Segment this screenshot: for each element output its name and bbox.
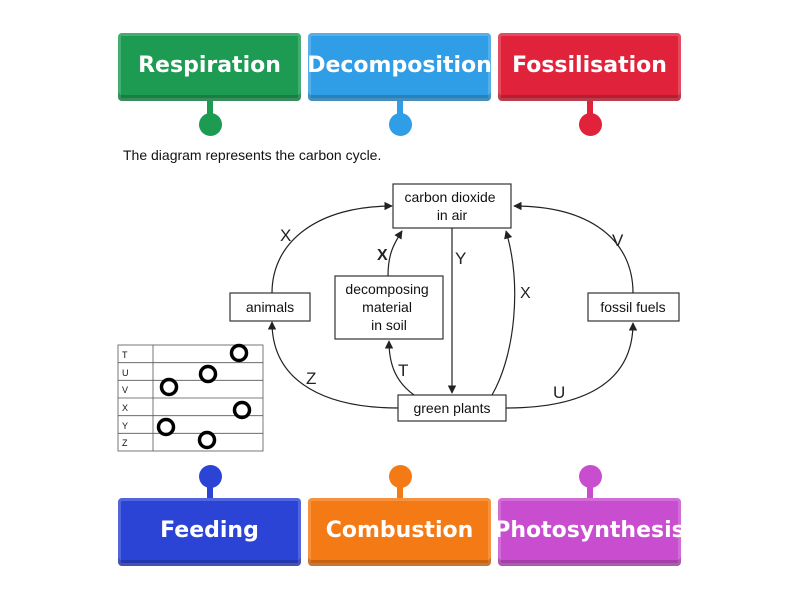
arrow-label-x-left: X [280,226,291,245]
arrow-label-y: Y [455,249,466,268]
tile-photosynthesis[interactable]: Photosynthesis [494,498,685,566]
svg-text:decomposing material i: decomposing material in soil [345,281,432,333]
arrow-plants-to-decomposing [384,340,415,396]
answer-ring-v [159,377,179,397]
box-animals [229,292,311,322]
tile-feeding-stem [207,484,213,500]
tile-feeding-pin[interactable] [199,465,222,488]
tile-combustion-pin[interactable] [389,465,412,488]
arrow-label-t: T [398,361,408,380]
table-row-label-v: V [122,385,128,395]
tile-feeding[interactable]: Feeding [118,498,301,566]
table-row-label-y: Y [122,421,128,431]
table-row-label-u: U [122,368,129,378]
diagram-caption: The diagram represents the carbon cycle. [123,147,382,163]
answer-ring-y [156,417,176,437]
tile-respiration-stem [207,101,213,117]
arrow-plants-to-co2 [491,230,516,396]
box-carbon-dioxide-line2: in air [437,207,468,223]
arrow-label-x-mid: X [377,247,388,264]
tile-fossilisation-stem [587,101,593,117]
arrow-label-u: U [553,383,565,402]
box-carbon-dioxide [392,183,512,229]
tile-decomposition-pin[interactable] [389,113,412,136]
tile-photosynthesis-stem [587,484,593,500]
arrow-label-v: V [612,231,624,250]
arrow-plants-to-animals [267,321,399,409]
box-fossil-fuels-label: fossil fuels [600,299,665,315]
tile-decomposition-stem [397,101,403,117]
arrow-animals-to-co2 [271,201,393,294]
table-row-label-x: X [122,403,128,413]
answer-ring-t [229,343,249,363]
tile-respiration[interactable]: Respiration [118,33,301,101]
box-fossil-fuels [587,292,680,322]
table-row-label-z: Z [122,438,128,448]
arrow-label-z: Z [306,369,316,388]
answer-ring-u [198,364,218,384]
arrow-plants-to-fossil [505,322,638,409]
tile-fossilisation[interactable]: Fossilisation [498,33,681,101]
answer-table: T U V X Y Z [117,343,264,452]
answer-ring-z [197,430,217,450]
tile-respiration-pin[interactable] [199,113,222,136]
box-green-plants [397,394,507,422]
box-decomposing-line2: material [362,299,412,315]
box-decomposing-material [334,275,444,340]
tile-combustion-stem [397,484,403,500]
arrow-decomposing-to-co2 [387,230,403,277]
answer-ring-x [232,400,252,420]
arrow-label-x-right: X [520,285,531,302]
tile-combustion[interactable]: Combustion [308,498,491,566]
arrow-fossil-to-co2 [513,201,634,294]
svg-text:carbon dioxide in air: carbon dioxide in air [405,189,500,223]
box-decomposing-line1: decomposing [345,281,428,297]
box-carbon-dioxide-line1: carbon dioxide [405,189,496,205]
box-animals-label: animals [246,299,294,315]
tile-decomposition[interactable]: Decomposition [307,33,492,101]
tile-photosynthesis-pin[interactable] [579,465,602,488]
table-row-label-t: T [122,350,128,360]
tile-fossilisation-pin[interactable] [579,113,602,136]
box-green-plants-label: green plants [413,400,490,416]
box-decomposing-line3: in soil [371,317,407,333]
